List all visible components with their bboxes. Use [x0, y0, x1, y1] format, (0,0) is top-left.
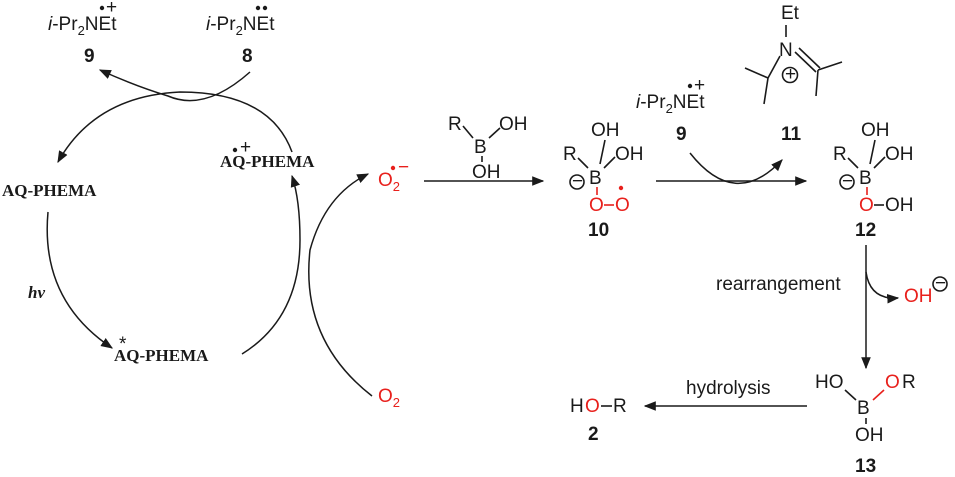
iminium-11: Et N + 11	[744, 3, 843, 145]
svg-text:OH: OH	[861, 120, 890, 141]
svg-text:*: *	[119, 334, 127, 355]
radical-dot	[618, 185, 624, 191]
lone-pair-dot	[262, 5, 268, 11]
compound-label-9-mid: 9	[676, 124, 687, 145]
superoxide: O2 −	[378, 157, 409, 194]
svg-text:O2: O2	[378, 386, 400, 410]
arrow-reduction	[57, 91, 293, 164]
product-2: H O R 2	[570, 396, 627, 445]
svg-text:OH: OH	[615, 144, 644, 165]
radical-dot	[99, 5, 105, 11]
svg-text:O: O	[585, 396, 600, 417]
boronic-acid: R B OH OH	[448, 114, 528, 183]
arrow-oxidation	[241, 174, 301, 355]
svg-text:HO: HO	[815, 372, 844, 393]
negative-charge-icon	[569, 174, 585, 190]
amine-8: i-Pr2NEt 8	[206, 5, 275, 67]
svg-text:R: R	[833, 144, 847, 165]
oxygen-o2: O2	[378, 386, 400, 410]
adduct-10: OH R OH B − O O 10	[563, 120, 644, 241]
svg-text:H: H	[570, 396, 584, 417]
light-label: hν	[28, 283, 45, 302]
hydroxide: OH −	[904, 273, 948, 307]
svg-text:i-Pr2NEt: i-Pr2NEt	[636, 92, 705, 116]
svg-text:O: O	[859, 195, 874, 216]
svg-text:AQ-PHEMA: AQ-PHEMA	[114, 346, 209, 365]
svg-text:OH: OH	[885, 144, 914, 165]
svg-text:OH: OH	[885, 195, 914, 216]
svg-text:R: R	[563, 144, 577, 165]
svg-text:Et: Et	[781, 3, 800, 24]
svg-text:i-Pr2NEt: i-Pr2NEt	[206, 14, 275, 38]
positive-charge-icon	[781, 66, 799, 84]
svg-text:O2: O2	[378, 170, 400, 194]
svg-text:−: −	[572, 171, 583, 192]
svg-text:OH: OH	[591, 120, 620, 141]
svg-text:O: O	[885, 372, 900, 393]
svg-text:−: −	[935, 273, 946, 294]
compound-label-9: 9	[84, 46, 95, 67]
svg-text:−: −	[842, 171, 853, 192]
compound-label-11: 11	[781, 124, 802, 145]
compound-label-8: 8	[242, 46, 253, 67]
svg-text:R: R	[448, 114, 462, 135]
svg-text:R: R	[613, 396, 627, 417]
compound-label-12: 12	[855, 220, 876, 241]
catalyst-ground-state: AQ-PHEMA	[2, 181, 97, 200]
svg-text:OH: OH	[855, 425, 884, 446]
svg-text:−: −	[398, 157, 409, 178]
lone-pair-dot	[255, 5, 261, 11]
svg-text:OH: OH	[499, 114, 528, 135]
arrow-8-to-9	[98, 69, 251, 102]
svg-text:N: N	[779, 40, 793, 61]
arrow-9-to-11	[689, 152, 783, 184]
arrow-o2-reduction	[308, 173, 373, 397]
svg-text:AQ-PHEMA: AQ-PHEMA	[220, 152, 315, 171]
svg-text:+: +	[694, 75, 705, 96]
amine-9-top: i-Pr2NEt + 9	[48, 0, 117, 67]
svg-text:+: +	[785, 64, 796, 85]
svg-text:O: O	[615, 195, 630, 216]
svg-text:B: B	[859, 168, 872, 189]
label-rearrangement: rearrangement	[716, 274, 841, 295]
svg-text:B: B	[474, 137, 487, 158]
svg-text:i-Pr2NEt: i-Pr2NEt	[48, 14, 117, 38]
negative-charge-icon	[839, 174, 855, 190]
svg-text:B: B	[857, 398, 870, 419]
svg-text:R: R	[902, 372, 916, 393]
svg-text:B: B	[589, 168, 602, 189]
compound-label-13: 13	[855, 456, 876, 477]
compound-label-2: 2	[588, 424, 599, 445]
svg-text:OH: OH	[472, 162, 501, 183]
catalyst-excited: * AQ-PHEMA	[114, 334, 209, 365]
label-hydrolysis: hydrolysis	[686, 378, 770, 399]
svg-text:OH: OH	[904, 286, 933, 307]
svg-text:O: O	[589, 195, 604, 216]
borate-13: HO B O R OH 13	[815, 372, 916, 477]
svg-text:+: +	[240, 137, 251, 158]
arrow-hydroxide-loss	[865, 271, 900, 304]
negative-charge-icon	[932, 276, 948, 292]
peroxide-12: OH R OH B − O OH 12	[833, 120, 914, 241]
arrow-excitation	[46, 211, 113, 349]
amine-9-mid: i-Pr2NEt + 9	[636, 75, 705, 145]
compound-label-10: 10	[588, 220, 609, 241]
catalyst-radical-cation: + AQ-PHEMA	[220, 137, 315, 171]
cation-plus: +	[106, 0, 117, 18]
